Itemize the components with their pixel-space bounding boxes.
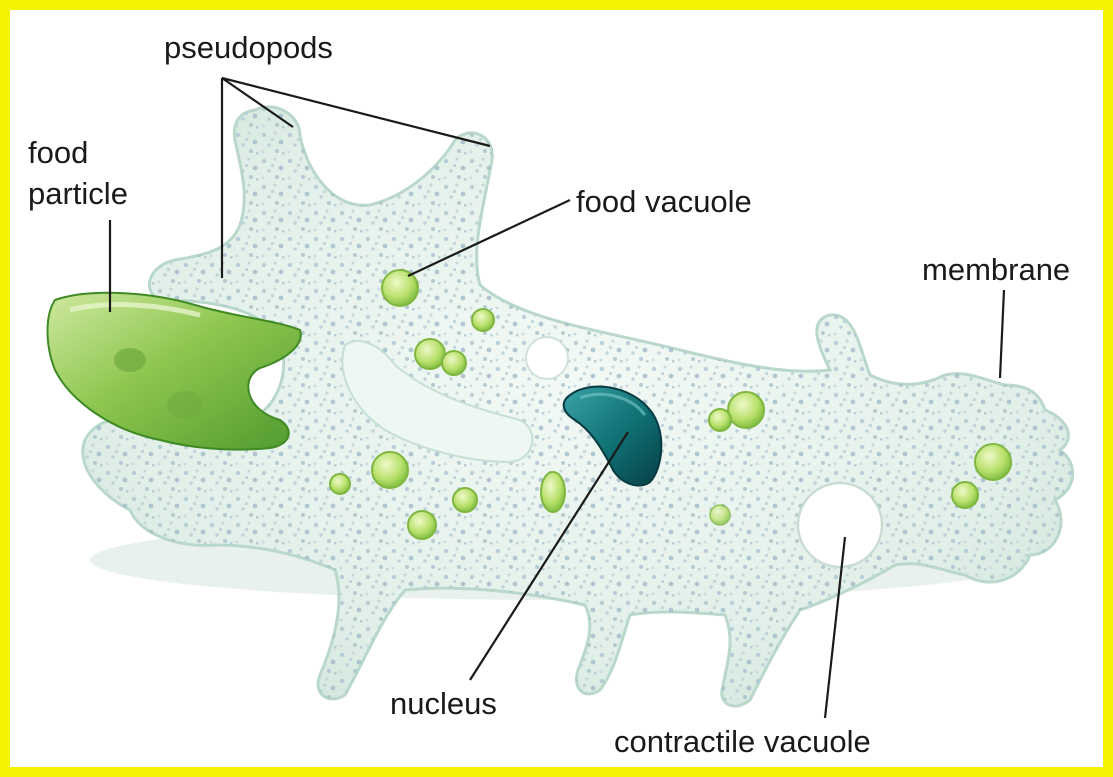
food-particle-spot xyxy=(167,391,203,419)
food-vacuole xyxy=(975,444,1011,480)
food-vacuole xyxy=(453,488,477,512)
food-vacuole xyxy=(710,505,730,525)
food-vacuole xyxy=(709,409,731,431)
label-nucleus: nucleus xyxy=(390,686,497,722)
label-pseudopods: pseudopods xyxy=(164,30,333,66)
corner-mark xyxy=(36,768,46,771)
leader-line-membrane xyxy=(1000,290,1004,378)
contractile-vacuole-shape xyxy=(798,483,882,567)
food-vacuole xyxy=(330,474,350,494)
label-food-particle-line1: food xyxy=(28,132,88,173)
food-vacuole xyxy=(541,472,565,512)
label-contractile-vacuole: contractile vacuole xyxy=(614,724,871,760)
food-vacuole xyxy=(372,452,408,488)
label-food-vacuole: food vacuole xyxy=(576,184,752,220)
clear-vacuole xyxy=(526,337,568,379)
food-vacuole xyxy=(728,392,764,428)
food-vacuole xyxy=(408,511,436,539)
food-vacuole xyxy=(415,339,445,369)
food-vacuole xyxy=(442,351,466,375)
food-vacuole xyxy=(472,309,494,331)
food-vacuole xyxy=(382,270,418,306)
label-food-particle-line2: particle xyxy=(28,173,128,214)
food-vacuole xyxy=(952,482,978,508)
label-membrane: membrane xyxy=(922,252,1070,288)
food-particle-spot xyxy=(114,348,146,372)
